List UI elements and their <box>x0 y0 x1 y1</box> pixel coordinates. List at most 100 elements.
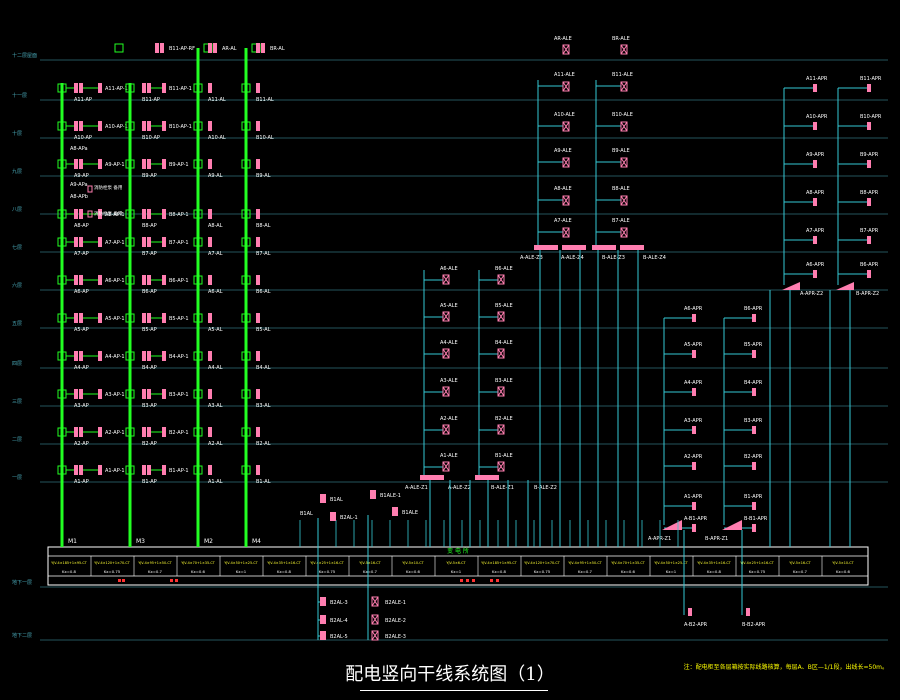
basement-box <box>320 597 326 606</box>
panel-box-b <box>147 275 151 285</box>
panel-label: A8-AL <box>208 223 223 229</box>
ale-tag: B-ALE-Z2 <box>534 485 557 491</box>
floor-label: 九层 <box>12 168 22 175</box>
panel-box-b <box>147 121 151 131</box>
ale-label: B4-ALE <box>495 340 513 346</box>
panel-box-al <box>208 465 212 475</box>
panel-box-a <box>79 83 83 93</box>
ale-tag: B-ALE-Z3 <box>602 255 625 261</box>
breaker <box>193 275 203 285</box>
panel-box-b <box>147 427 151 437</box>
panel-label: A2-AL <box>208 441 223 447</box>
apr-box <box>813 122 817 130</box>
panel-box-a <box>79 427 83 437</box>
panel-box-b <box>142 427 146 437</box>
panel-label: A8-AP-1 <box>105 212 125 218</box>
apr-label: B6-APR <box>860 262 879 268</box>
alarm-mark <box>122 579 125 582</box>
breaker <box>125 275 135 285</box>
ale-label: A6-ALE <box>440 266 458 272</box>
ale-label: B2-ALE <box>495 416 513 422</box>
panel-box-b <box>142 389 146 399</box>
ale-box <box>497 274 505 285</box>
ale-label: A4-ALE <box>440 340 458 346</box>
ale-box <box>620 195 628 206</box>
panel-box-b <box>147 83 151 93</box>
alarm-mark <box>496 579 499 582</box>
breaker <box>193 159 203 169</box>
apr-tag: B-APR-Z1 <box>705 536 728 542</box>
panel-label: A10-AP-1 <box>105 124 128 130</box>
ale-box <box>620 44 628 55</box>
panel-box-a <box>74 465 78 475</box>
breaker <box>241 465 251 475</box>
demand-factor: Kx=0.75 <box>749 569 766 574</box>
apr-transfer <box>722 520 742 530</box>
panel-box-b <box>147 313 151 323</box>
demand-factor: Kx=0.6 <box>621 569 636 574</box>
cable-spec: YJV-4×120+1×70-CT <box>94 561 131 565</box>
panel-box-b <box>147 159 151 169</box>
riser-label: M4 <box>252 538 261 545</box>
panel-label: A8-AP <box>74 223 89 229</box>
roof-box <box>160 43 164 53</box>
panel-box-b1 <box>162 351 166 361</box>
panel-label: B5-AP-1 <box>169 316 189 322</box>
breaker <box>241 351 251 361</box>
panel-label: A3-AP-1 <box>105 392 125 398</box>
panel-box-b <box>147 465 151 475</box>
panel-box-al <box>208 351 212 361</box>
roof-label: B11-AP-RF <box>169 46 195 52</box>
demand-factor: Kx=0.75 <box>534 569 551 574</box>
panel-box-bl <box>256 313 260 323</box>
panel-box-b <box>147 389 151 399</box>
panel-label: B8-AP <box>142 223 157 229</box>
panel-label: A10-AP <box>74 135 92 141</box>
ale-label: A11-ALE <box>554 72 575 78</box>
panel-label: B5-AL <box>256 327 271 333</box>
panel-box-bl <box>256 427 260 437</box>
panel-label: B4-AP-1 <box>169 354 189 360</box>
xbox-cross <box>497 424 505 435</box>
ale-label: B8-ALE <box>612 186 630 192</box>
cable-spec: YJV-4×50+1×25-CT <box>654 561 688 565</box>
apr-box <box>692 314 696 322</box>
breaker <box>193 121 203 131</box>
ale-box <box>562 121 570 132</box>
apr-label: A7-APR <box>806 228 825 234</box>
xbox-cross <box>562 227 570 238</box>
basement-box <box>330 512 336 521</box>
apr-label: A10-APR <box>806 114 828 120</box>
basement-label: B1ALE <box>402 510 418 516</box>
apr-box <box>746 608 750 616</box>
apr-tag: B-APR-Z2 <box>856 291 879 297</box>
panel-box-b1 <box>162 209 166 219</box>
cable-spec: YJV-5×6-CT <box>446 561 466 565</box>
panel-label: B11-AP <box>142 97 160 103</box>
ale-bus <box>592 245 616 250</box>
breaker <box>193 313 203 323</box>
apr-label: B6-APR <box>744 306 763 312</box>
breaker <box>241 159 251 169</box>
roof-box <box>213 43 217 53</box>
panel-box-a <box>74 83 78 93</box>
basement-label: B2AL-1 <box>340 515 358 521</box>
panel-label: B9-AL <box>256 173 271 179</box>
apr-box <box>813 84 817 92</box>
apr-box <box>813 236 817 244</box>
panel-label: B1-AP <box>142 479 157 485</box>
panel-box-a <box>74 275 78 285</box>
panel-box-b <box>142 275 146 285</box>
apr-box <box>688 608 692 616</box>
panel-box-a <box>74 313 78 323</box>
apr-box <box>692 388 696 396</box>
roof-box <box>155 43 159 53</box>
panel-box-a1 <box>98 209 102 219</box>
apr-box <box>752 426 756 434</box>
panel-box-a1 <box>98 351 102 361</box>
ale-label: B6-ALE <box>495 266 513 272</box>
cable-spec: YJV-4×25+1×16-CT <box>740 561 774 565</box>
diagram-title: 配电竖向干线系统图（1） <box>345 664 555 685</box>
ale-label: A5-ALE <box>440 303 458 309</box>
roof-label: BR-AL <box>270 46 285 52</box>
